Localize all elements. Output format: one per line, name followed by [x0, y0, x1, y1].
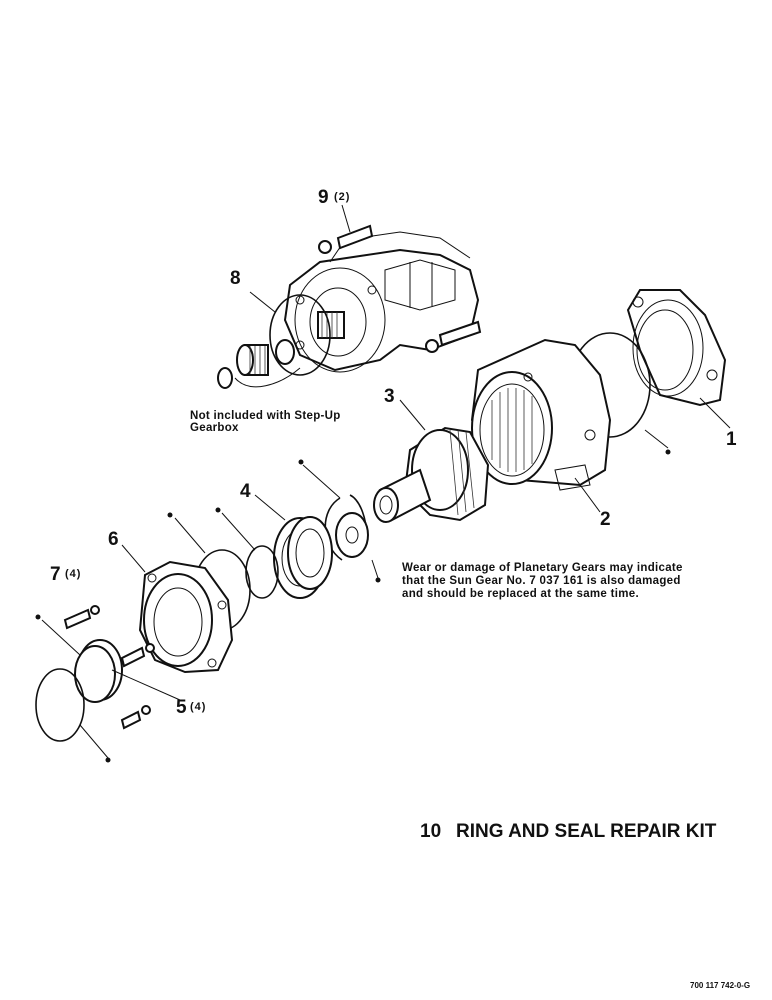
seal-ring-outer	[35, 668, 85, 742]
callout-8: 8	[230, 268, 241, 289]
ring-gear-housing-part-2	[470, 338, 612, 491]
kit-label: RING AND SEAL REPAIR KIT	[456, 821, 717, 842]
note-planetary-line-3: and should be replaced at the same time.	[402, 588, 639, 600]
note-planetary-line-2: that the Sun Gear No. 7 037 161 is also …	[402, 575, 681, 587]
callout-6: 6	[108, 529, 119, 550]
planetary-carrier-part-3	[373, 426, 490, 523]
callout-9-qty: (2)	[334, 191, 350, 203]
callout-5-qty: (4)	[190, 701, 206, 713]
seal-carrier-part-6	[138, 560, 234, 674]
hydraulic-motor-illustration	[283, 224, 482, 373]
callout-3: 3	[384, 386, 395, 407]
coupling-and-washers	[217, 339, 301, 389]
note-step-up-line-2: Gearbox	[190, 422, 239, 434]
callout-9: 9	[318, 187, 329, 208]
callout-4: 4	[240, 481, 251, 502]
thrust-washer	[335, 512, 369, 558]
callout-2: 2	[600, 509, 611, 530]
bearing-part-4	[273, 516, 333, 599]
callout-7-qty: (4)	[65, 568, 81, 580]
note-step-up-line-1: Not included with Step-Up	[190, 410, 341, 422]
callout-1: 1	[726, 429, 737, 450]
kit-number: 10	[420, 821, 441, 842]
gasket-8	[269, 294, 331, 376]
note-planetary-line-1: Wear or damage of Planetary Gears may in…	[402, 562, 683, 574]
kit-item-markers	[35, 449, 671, 763]
document-number: 700 117 742-0-G	[690, 981, 750, 990]
callout-5: 5	[176, 697, 187, 718]
oil-seal	[74, 639, 123, 703]
end-cover-part-1	[626, 289, 727, 407]
bolts-part-5-and-7	[63, 605, 155, 730]
retaining-ring	[245, 545, 279, 599]
leader-lines	[41, 204, 731, 759]
callout-7: 7	[50, 564, 61, 585]
